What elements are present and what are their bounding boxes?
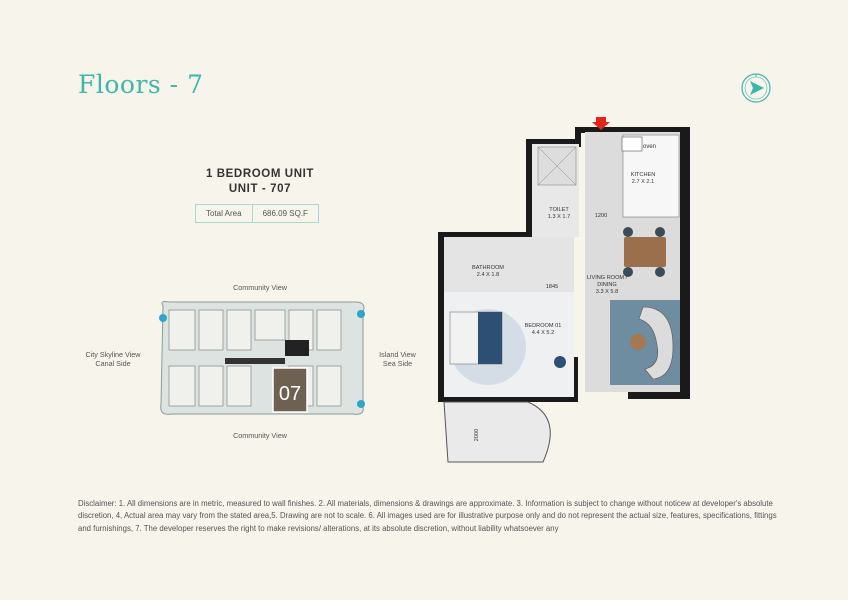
unit-marker-box bbox=[272, 367, 308, 413]
dimension-2000: 2000 bbox=[474, 429, 480, 441]
dimension-1200: 1200 bbox=[595, 213, 607, 219]
left-view-line1: City Skyline View bbox=[85, 350, 141, 359]
dimension-1845: 1845 bbox=[546, 284, 558, 290]
kitchen-name: KITCHEN bbox=[631, 172, 656, 178]
unit-marker-label: 07 bbox=[279, 383, 301, 405]
bedroom-size: 4.4 X 5.2 bbox=[532, 330, 554, 336]
disclaimer-text: Disclaimer: 1. All dimensions are in met… bbox=[78, 499, 777, 533]
area-table: Total Area 686.09 SQ.F bbox=[195, 204, 319, 223]
unit-number: UNIT - 707 bbox=[228, 183, 292, 195]
living-name-2: DINING bbox=[597, 282, 617, 288]
oven-label: oven bbox=[643, 144, 656, 150]
unit-heading: 1 BEDROOM UNIT UNIT - 707 bbox=[160, 167, 360, 197]
key-plan: 07 bbox=[159, 301, 365, 415]
compass-north-icon bbox=[741, 73, 771, 103]
entrance-arrow-icon bbox=[592, 117, 610, 130]
right-view-line2: Sea Side bbox=[382, 359, 413, 368]
bathroom-size: 2.4 X 1.8 bbox=[477, 272, 499, 278]
top-view-label: Community View bbox=[233, 283, 287, 292]
area-value: 686.09 SQ.F bbox=[251, 205, 318, 222]
bedroom-name: BEDROOM 01 bbox=[525, 323, 562, 329]
bottom-view-label: Community View bbox=[233, 431, 287, 440]
toilet-name: TOILET bbox=[549, 207, 569, 213]
floor-plan: oven KITCHEN 2.7 X 2.1 TOILET 1.3 X 1.7 … bbox=[438, 117, 690, 463]
right-view-line1: Island View bbox=[379, 350, 416, 359]
kitchen-size: 2.7 X 2.1 bbox=[632, 179, 654, 185]
area-label: Total Area bbox=[206, 209, 242, 218]
toilet-size: 1.3 X 1.7 bbox=[548, 214, 570, 220]
bathroom-name: BATHROOM bbox=[472, 265, 504, 271]
living-size: 3.3 X 5.8 bbox=[596, 289, 618, 295]
right-view-label: Island View Sea Side bbox=[370, 350, 425, 368]
unit-type: 1 BEDROOM UNIT bbox=[205, 168, 315, 180]
page-title: Floors - 7 bbox=[78, 70, 204, 99]
left-view-line2: Canal Side bbox=[95, 359, 131, 368]
left-view-label: City Skyline View Canal Side bbox=[78, 350, 148, 368]
living-name: LIVING ROOM / bbox=[587, 275, 628, 281]
